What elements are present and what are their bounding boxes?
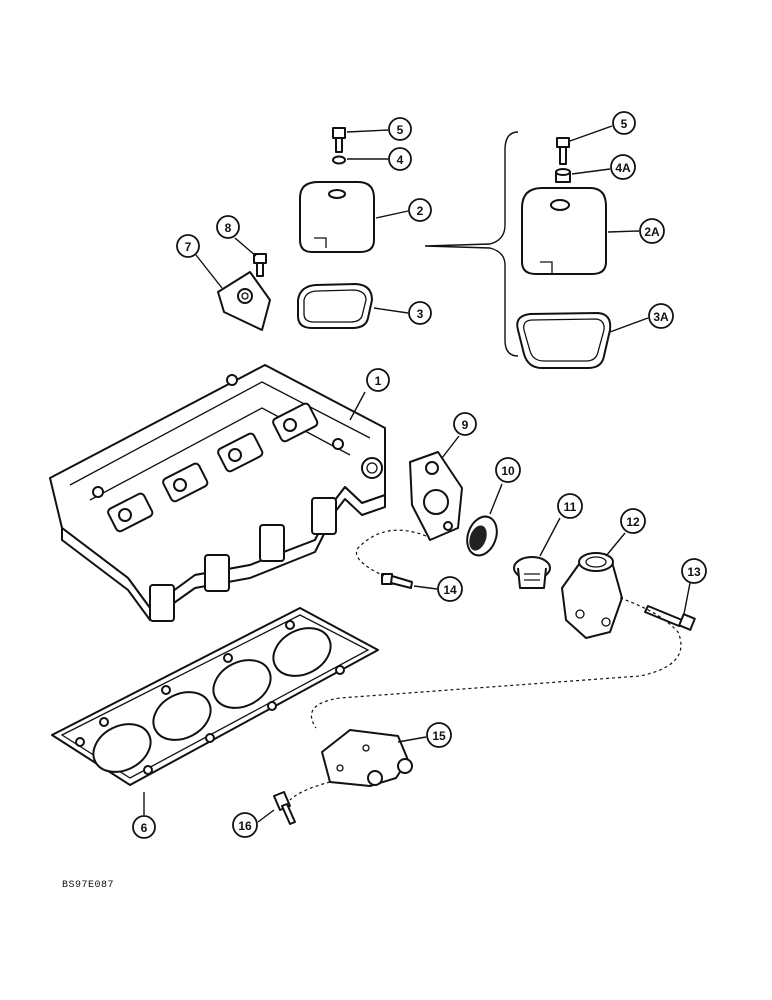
- callout-13: 13: [681, 558, 707, 584]
- callout-label: 15: [432, 729, 446, 743]
- flange-gasket: [409, 451, 463, 541]
- rear-bracket: [321, 729, 413, 787]
- callout-16: 16: [232, 812, 258, 838]
- assembly-line-bracket: [289, 781, 331, 801]
- bracket-bolt: [253, 253, 267, 277]
- callout-6: 6: [132, 815, 156, 839]
- callout-15: 15: [426, 722, 452, 748]
- assembly-line-housing: [310, 597, 682, 729]
- assembly-line-flange: [356, 529, 427, 577]
- callout-8: 8: [216, 215, 240, 239]
- callout-label: 11: [564, 500, 577, 514]
- bolt-alt: [556, 137, 570, 165]
- callout-2: 2: [408, 198, 432, 222]
- valve-cover-alt: [521, 187, 607, 275]
- callout-5-alt: 5: [612, 111, 636, 135]
- flange-bolt: [381, 573, 413, 589]
- washer: [332, 155, 346, 165]
- callout-label: 3: [417, 307, 424, 321]
- callout-label: 7: [185, 240, 192, 254]
- callout-label: 8: [225, 221, 232, 235]
- callout-label: 5: [621, 117, 628, 131]
- callout-label: 6: [141, 821, 148, 835]
- valve-cover-gasket: [297, 283, 373, 329]
- callout-2a: 2A: [639, 218, 665, 244]
- callout-label: 2A: [644, 225, 660, 239]
- thermostat-housing: [561, 552, 623, 639]
- callout-4: 4: [388, 147, 412, 171]
- leader-lines: [143, 125, 691, 823]
- callout-10: 10: [495, 457, 521, 483]
- callout-label: 5: [397, 123, 404, 137]
- callout-1: 1: [366, 368, 390, 392]
- grommet: [555, 168, 571, 183]
- bolt: [332, 127, 346, 153]
- callout-label: 14: [443, 583, 457, 597]
- cylinder-head: [49, 364, 386, 622]
- callout-3: 3: [408, 301, 432, 325]
- head-gasket: [51, 607, 379, 786]
- callout-label: 9: [462, 418, 469, 432]
- rear-bracket-bolt: [273, 791, 296, 825]
- thermostat: [513, 556, 551, 589]
- callout-label: 4: [397, 153, 404, 167]
- callout-7: 7: [176, 234, 200, 258]
- alternate-group-bracket: [424, 131, 519, 357]
- callout-12: 12: [620, 508, 646, 534]
- callout-label: 16: [238, 819, 252, 833]
- callout-5: 5: [388, 117, 412, 141]
- figure-code: BS97E087: [62, 880, 115, 891]
- housing-bolt: [644, 605, 696, 631]
- callout-label: 13: [687, 565, 701, 579]
- callout-14: 14: [437, 576, 463, 602]
- valve-cover-gasket-alt: [516, 312, 612, 369]
- valve-cover: [299, 181, 375, 253]
- callout-label: 4A: [615, 161, 631, 175]
- seal-ring: [466, 515, 498, 557]
- callout-label: 3A: [653, 310, 669, 324]
- callout-9: 9: [453, 412, 477, 436]
- callout-4a: 4A: [610, 154, 636, 180]
- callout-label: 1: [375, 374, 382, 388]
- callout-3a: 3A: [648, 303, 674, 329]
- callout-11: 11: [557, 493, 583, 519]
- callout-label: 2: [417, 204, 424, 218]
- callout-label: 10: [501, 464, 515, 478]
- lifting-bracket: [217, 271, 271, 331]
- callout-label: 12: [626, 515, 640, 529]
